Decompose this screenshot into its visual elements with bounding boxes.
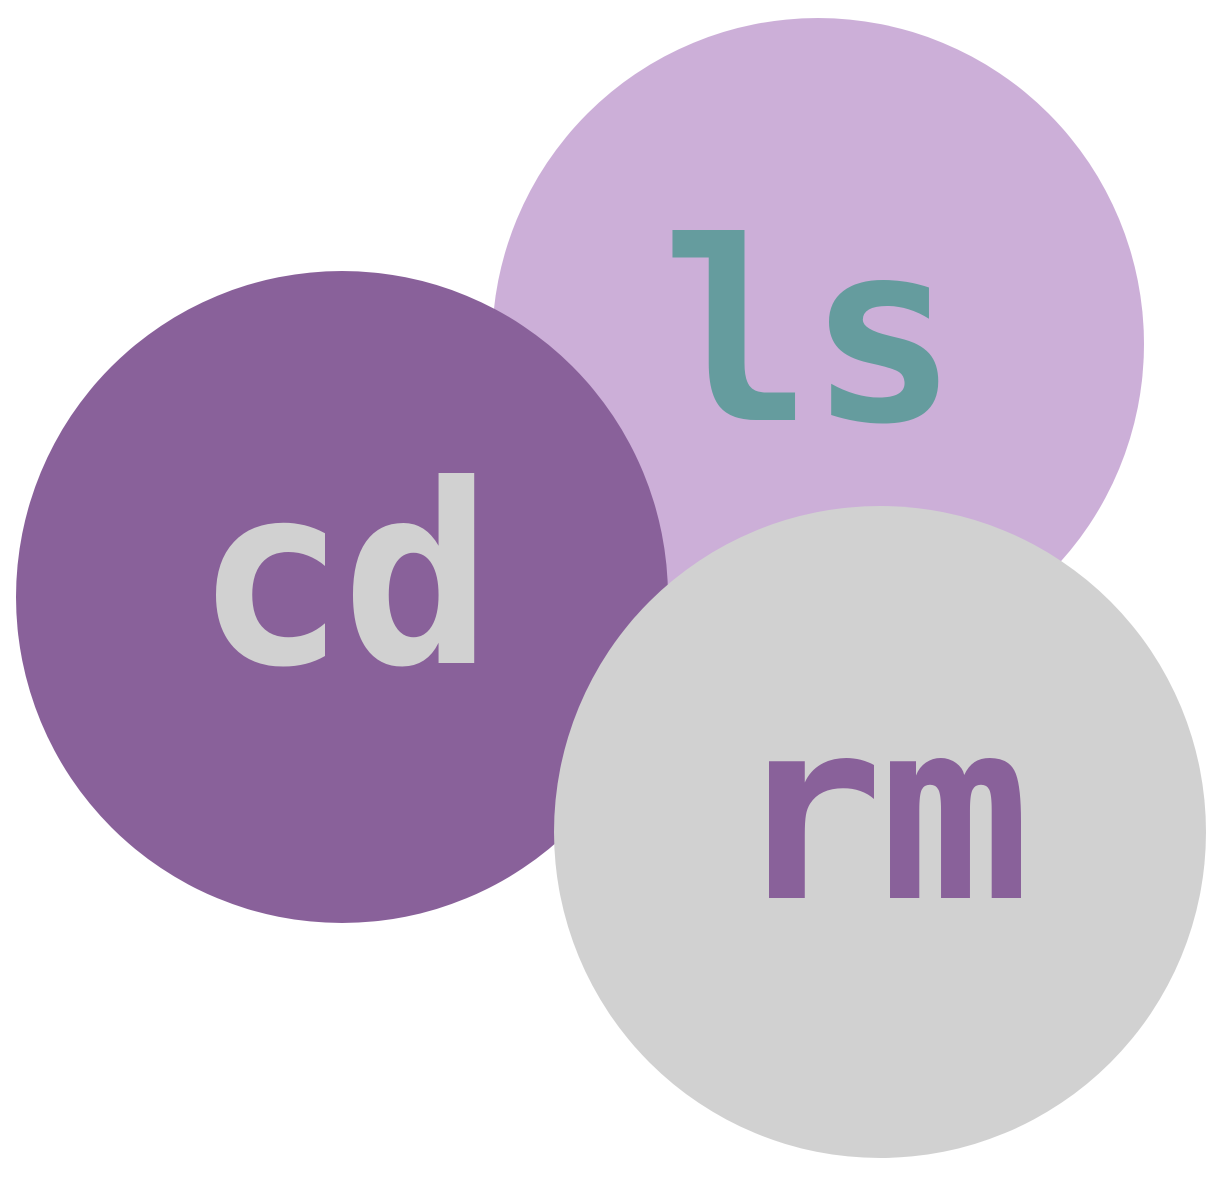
rm-bubble: rm (554, 506, 1206, 1158)
rm-command-label: rm (733, 666, 1030, 957)
cd-command-label: cd (195, 431, 492, 722)
ls-command-label: ls (661, 188, 958, 479)
